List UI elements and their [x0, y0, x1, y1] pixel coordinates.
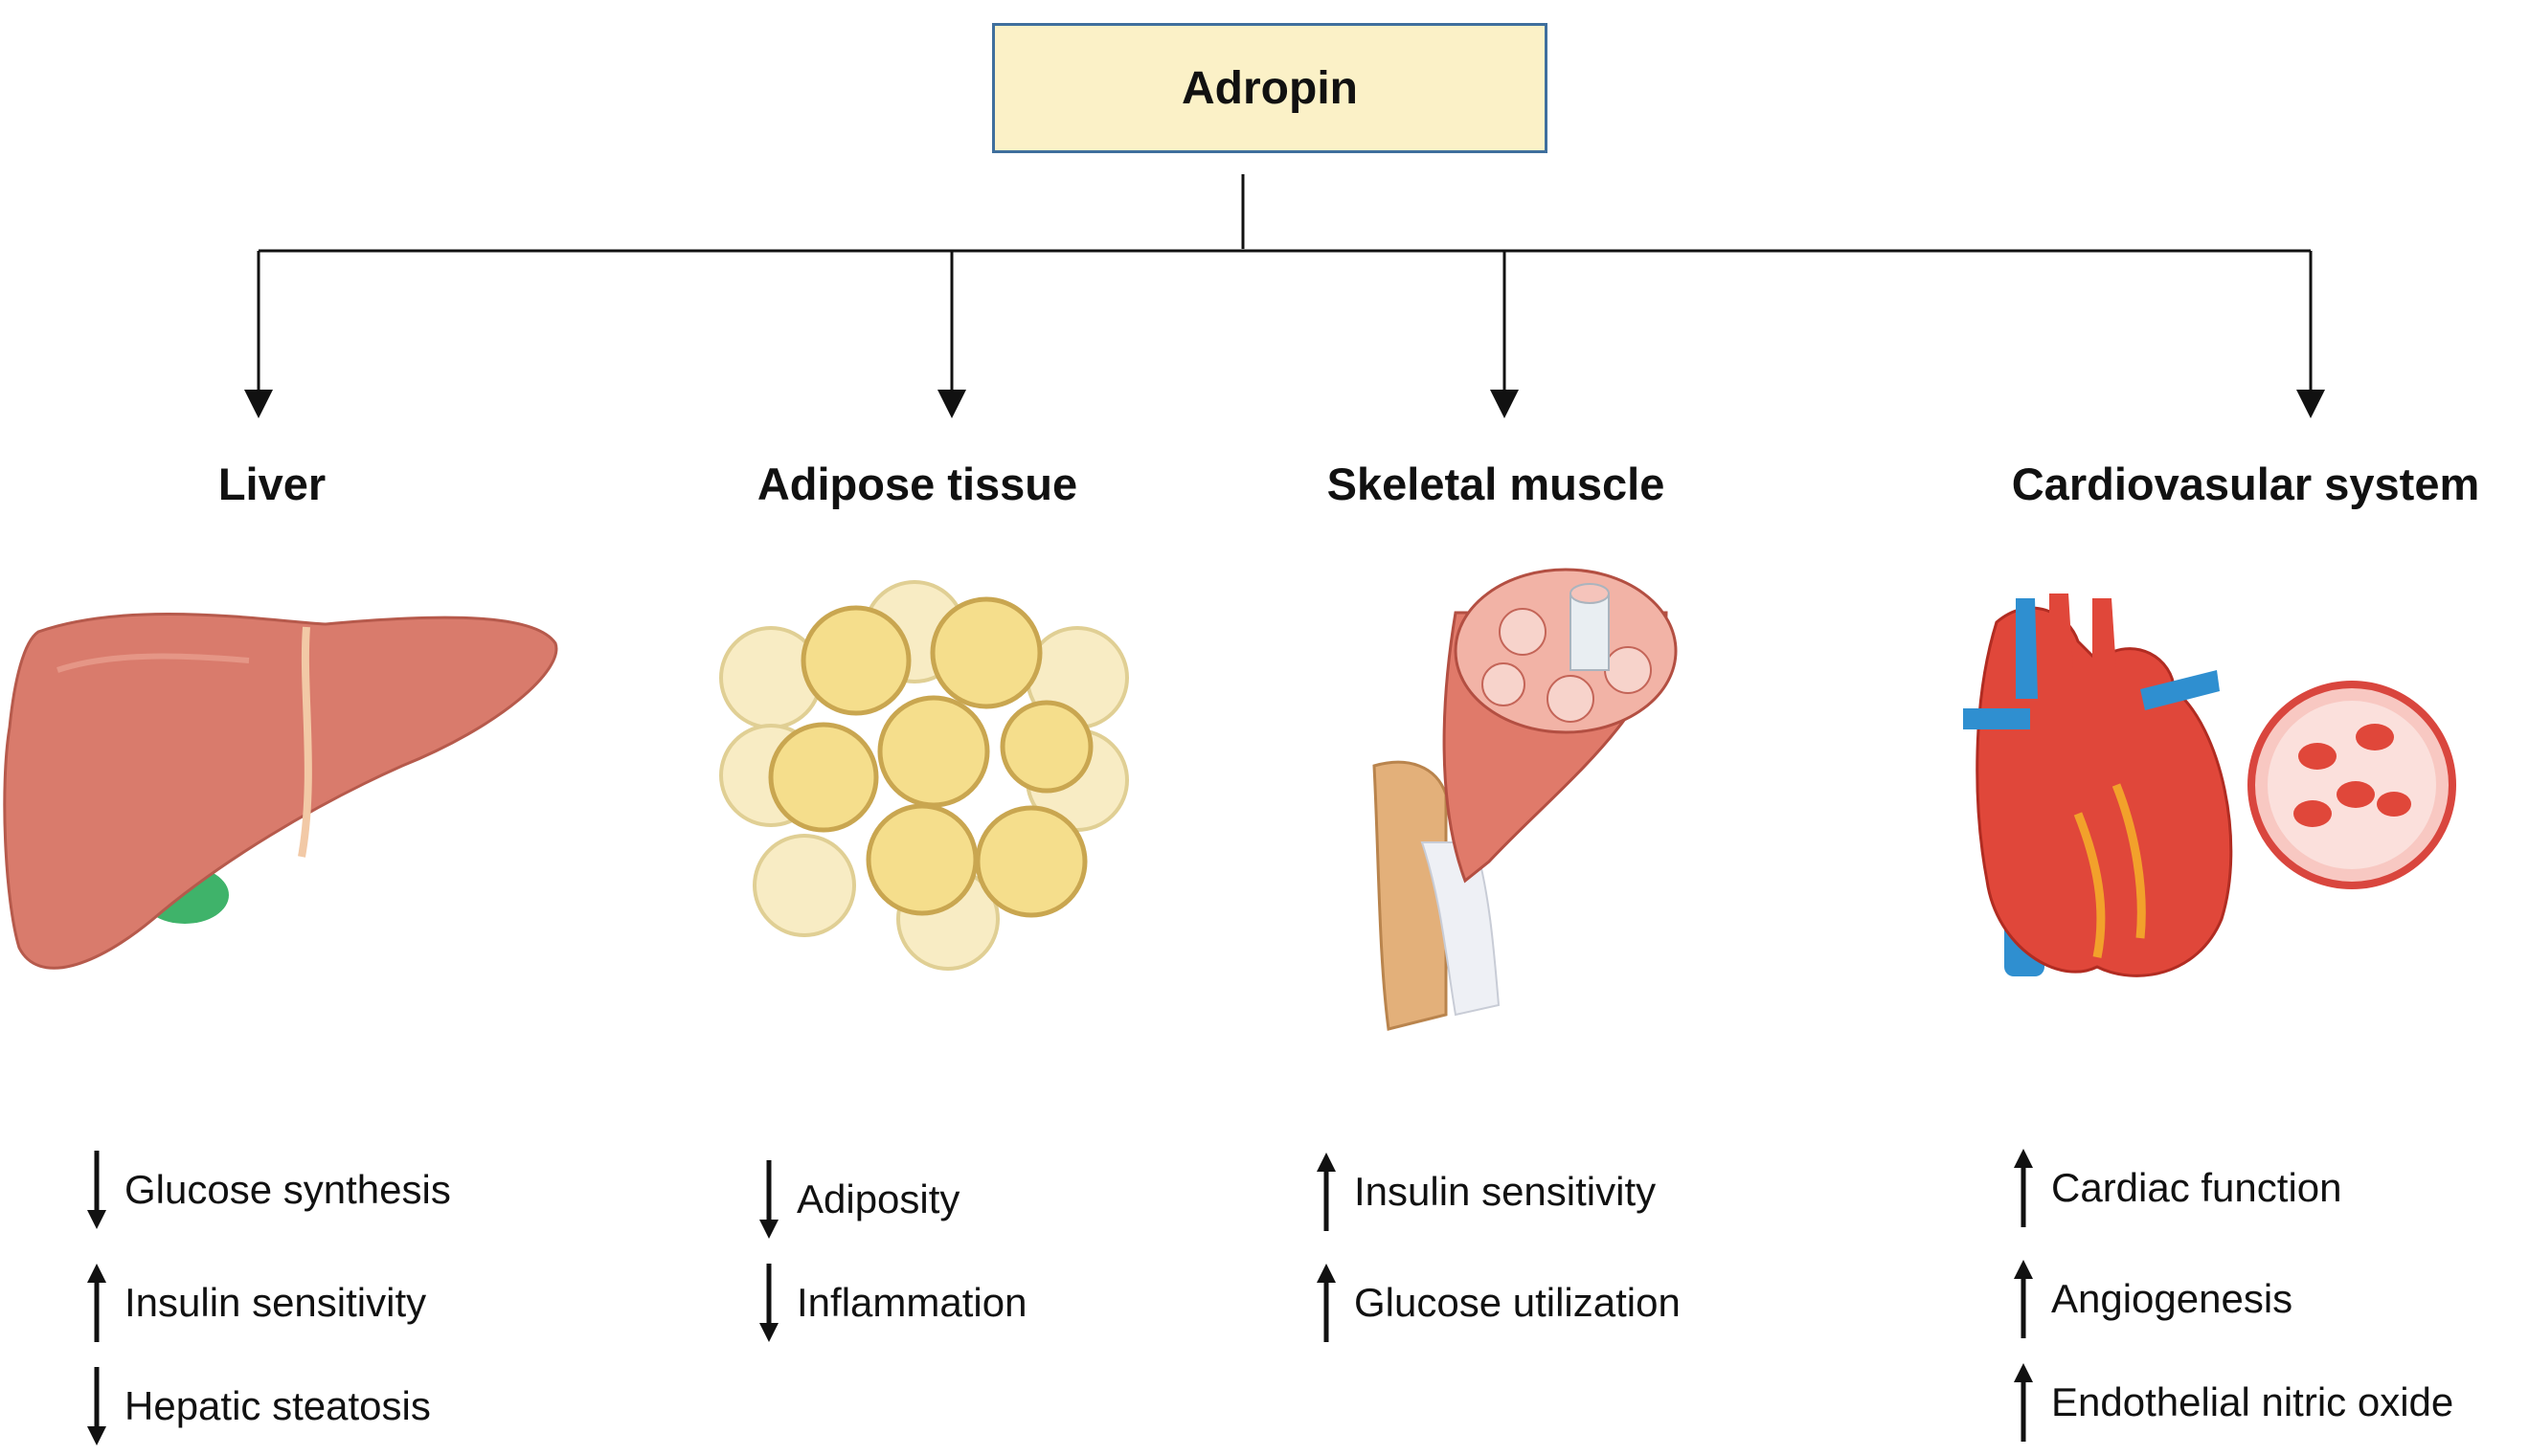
effect-cardio-0: Cardiac function — [2011, 1145, 2342, 1231]
arrow-up-icon — [87, 1264, 106, 1342]
organ-title-adipose: Adipose tissue — [756, 459, 1078, 509]
effect-muscle-1: Glucose utilization — [1314, 1260, 1681, 1346]
root-node-box: Adropin — [992, 23, 1547, 153]
effect-text: Hepatic steatosis — [124, 1383, 431, 1428]
arrow-up-icon — [1317, 1264, 1336, 1342]
arrow-up-icon — [2014, 1149, 2033, 1227]
effect-cardio-2: Endothelial nitric oxide — [2011, 1359, 2453, 1445]
effect-text: Glucose synthesis — [124, 1167, 451, 1212]
arrow-up-icon — [2014, 1260, 2033, 1338]
effect-cardio-1: Angiogenesis — [2011, 1256, 2292, 1342]
muscle-fiber-icon — [1372, 568, 1678, 1031]
arrow-down-icon — [759, 1264, 779, 1342]
effect-text: Inflammation — [797, 1280, 1027, 1325]
organ-title-liver: Liver — [217, 459, 327, 509]
arrow-down-icon — [87, 1367, 106, 1445]
arrow-down-icon — [759, 1160, 779, 1239]
effect-text: Glucose utilization — [1354, 1280, 1681, 1325]
effect-liver-1: Insulin sensitivity — [84, 1260, 426, 1346]
effect-adipose-0: Adiposity — [756, 1156, 960, 1243]
organ-title-cardio: Cardiovasular system — [2011, 459, 2480, 509]
effect-text: Insulin sensitivity — [124, 1280, 427, 1325]
effect-text: Endothelial nitric oxide — [2051, 1379, 2454, 1424]
effect-muscle-0: Insulin sensitivity — [1314, 1149, 1656, 1235]
effect-text: Cardiac function — [2051, 1165, 2342, 1210]
heart-icon — [1963, 594, 2456, 977]
liver-icon — [3, 613, 558, 970]
effect-liver-2: Hepatic steatosis — [84, 1363, 431, 1449]
arrow-up-icon — [1317, 1153, 1336, 1231]
effect-text: Angiogenesis — [2051, 1276, 2293, 1321]
root-node-label: Adropin — [1182, 62, 1358, 114]
connector-lines — [244, 174, 2325, 418]
organ-title-muscle: Skeletal muscle — [1326, 459, 1665, 509]
effect-text: Adiposity — [797, 1176, 960, 1221]
effect-liver-0: Glucose synthesis — [84, 1147, 451, 1233]
adipose-cells-icon — [719, 580, 1129, 971]
arrow-down-icon — [87, 1151, 106, 1229]
arrow-up-icon — [2014, 1363, 2033, 1442]
effect-adipose-1: Inflammation — [756, 1260, 1027, 1346]
effect-text: Insulin sensitivity — [1354, 1169, 1657, 1214]
